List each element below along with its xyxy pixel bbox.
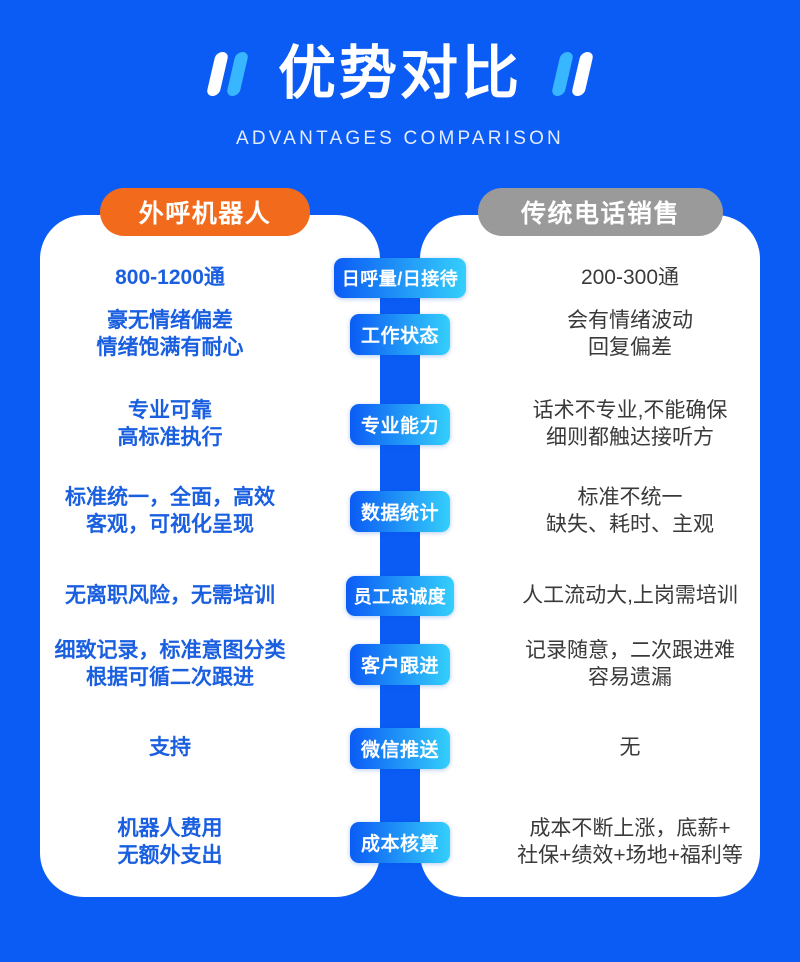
row-value-robot: 标准统一，全面，高效客观，可视化呈现 [0,485,340,539]
row-category-pill: 工作状态 [349,314,450,356]
page-header: 优势对比 ADVANTAGES COMPARISON [0,0,800,215]
row-value-traditional-line1: 记录随意，二次跟进难 [525,639,735,662]
column-header-traditional: 传统电话销售 [478,188,723,236]
row-value-robot-line1: 细致记录，标准意图分类 [54,639,286,662]
comparison-card-right [420,215,760,897]
row-value-robot-line1: 机器人费用 [117,817,223,840]
comparison-row: 无离职风险，无需培训 员工忠诚度 人工流动大,上岗需培训 [0,576,800,616]
comparison-row: 标准统一，全面，高效客观，可视化呈现数据统计标准不统一缺失、耗时、主观 [0,485,800,539]
row-value-traditional-line2: 缺失、耗时、主观 [546,512,714,536]
row-value-robot-line1: 800-1200通 [115,265,225,289]
row-value-robot-line1: 标准统一，全面，高效 [65,486,275,509]
row-value-traditional: 200-300通 [460,265,800,292]
row-value-traditional: 人工流动大,上岗需培训 [460,583,800,610]
row-value-traditional-line1: 人工流动大,上岗需培训 [522,583,738,607]
page-title: 优势对比 [277,41,522,106]
row-category-wrap: 日呼量/日接待 [333,258,467,298]
row-value-traditional-line1: 标准不统一 [577,486,683,509]
row-value-robot: 支持 [0,735,340,762]
comparison-card-left [40,215,380,897]
row-value-traditional: 记录随意，二次跟进难容易遗漏 [460,638,800,692]
row-value-traditional: 成本不断上涨，底薪+ 社保+绩效+场地+福利等 [460,816,800,870]
row-value-traditional-line2: 容易遗漏 [588,665,672,689]
row-category-wrap: 数据统计 [340,491,460,533]
page-subtitle: ADVANTAGES COMPARISON [236,128,564,149]
row-value-robot: 无离职风险，无需培训 [0,583,340,610]
row-category-pill: 成本核算 [349,822,450,864]
comparison-row: 专业可靠高标准执行专业能力话术不专业,不能确保细则都触达接听方 [0,398,800,452]
row-value-robot: 专业可靠高标准执行 [0,398,340,452]
row-value-robot-line1: 支持 [149,736,191,760]
row-category-wrap: 专业能力 [340,404,460,446]
row-value-robot: 机器人费用无额外支出 [0,816,340,870]
row-category-pill: 专业能力 [349,404,450,446]
comparison-row: 800-1200通 日呼量/日接待 200-300通 [0,258,800,298]
comparison-row: 支持 微信推送 无 [0,728,800,769]
quote-close-icon [550,50,595,98]
row-category-wrap: 工作状态 [340,314,460,356]
comparison-row: 豪无情绪偏差情绪饱满有耐心工作状态会有情绪波动回复偏差 [0,308,800,362]
quote-open-icon [205,50,250,98]
row-category-wrap: 客户跟进 [340,644,460,686]
title-row: 优势对比 [0,38,800,110]
comparison-row: 细致记录，标准意图分类根据可循二次跟进客户跟进记录随意，二次跟进难容易遗漏 [0,638,800,692]
row-value-traditional: 标准不统一缺失、耗时、主观 [460,485,800,539]
row-category-wrap: 微信推送 [340,728,460,769]
row-value-robot-line2: 根据可循二次跟进 [86,665,254,689]
row-value-traditional-line1: 200-300通 [580,265,680,289]
row-category-wrap: 成本核算 [340,822,460,864]
row-category-pill: 数据统计 [349,491,450,533]
row-value-robot-line1: 无离职风险，无需培训 [65,583,275,607]
row-value-robot-line1: 豪无情绪偏差 [107,309,233,332]
row-value-traditional: 话术不专业,不能确保细则都触达接听方 [460,398,800,452]
row-value-traditional-line1: 话术不专业,不能确保 [532,399,728,422]
row-category-pill: 客户跟进 [349,644,450,686]
row-category-wrap: 员工忠诚度 [340,576,460,616]
row-value-robot-line2: 客观，可视化呈现 [86,512,254,536]
row-value-traditional-line2: 回复偏差 [588,335,672,359]
row-value-traditional-line2: 社保+绩效+场地+福利等 [517,843,743,867]
row-value-robot-line1: 专业可靠 [128,399,212,422]
row-value-traditional-line1: 会有情绪波动 [567,309,693,332]
row-value-traditional-line1: 无 [619,736,641,760]
comparison-row: 机器人费用无额外支出成本核算成本不断上涨，底薪+社保+绩效+场地+福利等 [0,816,800,870]
row-category-pill: 员工忠诚度 [345,576,455,616]
row-value-robot-line2: 高标准执行 [117,425,223,449]
row-value-robot-line2: 无额外支出 [117,843,223,867]
row-category-pill: 微信推送 [349,728,450,769]
row-value-traditional-line2: 细则都触达接听方 [546,425,714,449]
row-category-pill: 日呼量/日接待 [333,258,467,298]
row-value-robot: 800-1200通 [0,265,340,292]
row-value-traditional: 会有情绪波动回复偏差 [460,308,800,362]
row-value-robot: 细致记录，标准意图分类根据可循二次跟进 [0,638,340,692]
row-value-traditional: 无 [460,735,800,762]
row-value-robot: 豪无情绪偏差情绪饱满有耐心 [0,308,340,362]
center-spine [380,200,420,920]
row-value-traditional-line1: 成本不断上涨，底薪+ [529,817,731,840]
column-header-robot: 外呼机器人 [100,188,310,236]
row-value-robot-line2: 情绪饱满有耐心 [96,335,244,359]
